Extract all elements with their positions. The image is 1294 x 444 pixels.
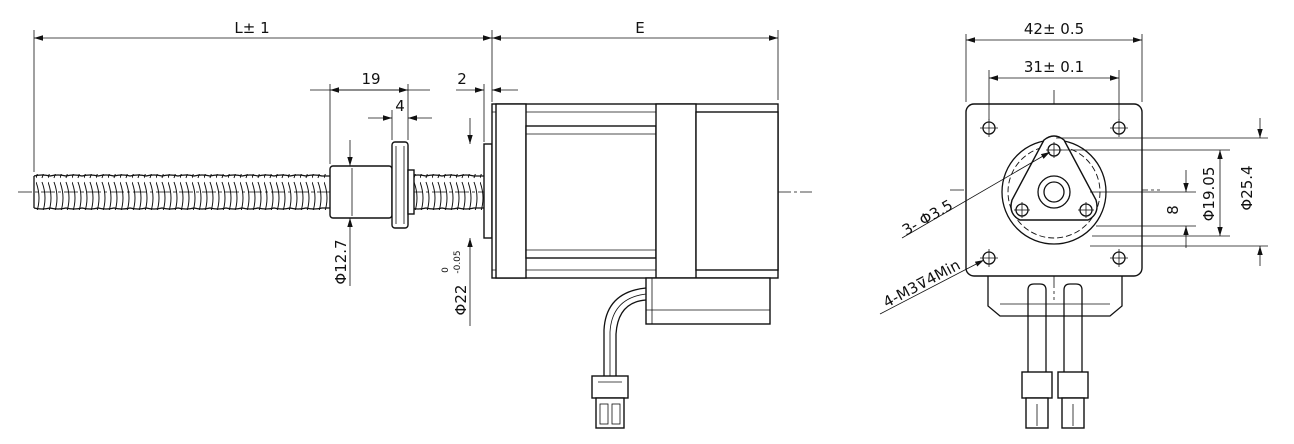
nut-length-label: 19 (361, 70, 380, 88)
side-view: L± 1 E 19 4 2 Φ12.7 Φ22 0 -0.05 (18, 19, 812, 429)
flange-holes-label: 3- Φ3.5 (899, 196, 956, 239)
flange-width-label: 4 (395, 97, 405, 115)
pilot-tol-lower: -0.05 (453, 250, 463, 273)
front-view: 42± 0.5 31± 0.1 8 Φ19.05 Φ25.4 3- Φ3.5 4… (879, 20, 1268, 429)
nut-diameter-label: Φ12.7 (332, 239, 350, 284)
lead-nut (329, 141, 415, 229)
offset-label: 8 (1164, 205, 1182, 215)
pilot-boss (483, 143, 493, 239)
bolt-circle-label: Φ19.05 (1200, 167, 1218, 222)
front-connector (987, 276, 1123, 429)
pilot-diameter-label: Φ22 (452, 285, 470, 316)
cable-assembly (591, 277, 771, 429)
width-label: 42± 0.5 (1024, 20, 1084, 38)
lead-screw (33, 174, 490, 210)
mount-holes-label: 4-M3⊽4Min (880, 256, 963, 312)
pilot-tol-upper: 0 (441, 267, 451, 273)
pilot-length-label: 2 (457, 70, 467, 88)
length-label: L± 1 (234, 19, 269, 37)
mount-holes (980, 119, 1128, 267)
flange-diameter-label: Φ25.4 (1238, 165, 1256, 210)
hole-spacing-label: 31± 0.1 (1024, 58, 1084, 76)
motor-length-label: E (635, 19, 644, 37)
motor-body (491, 103, 779, 279)
